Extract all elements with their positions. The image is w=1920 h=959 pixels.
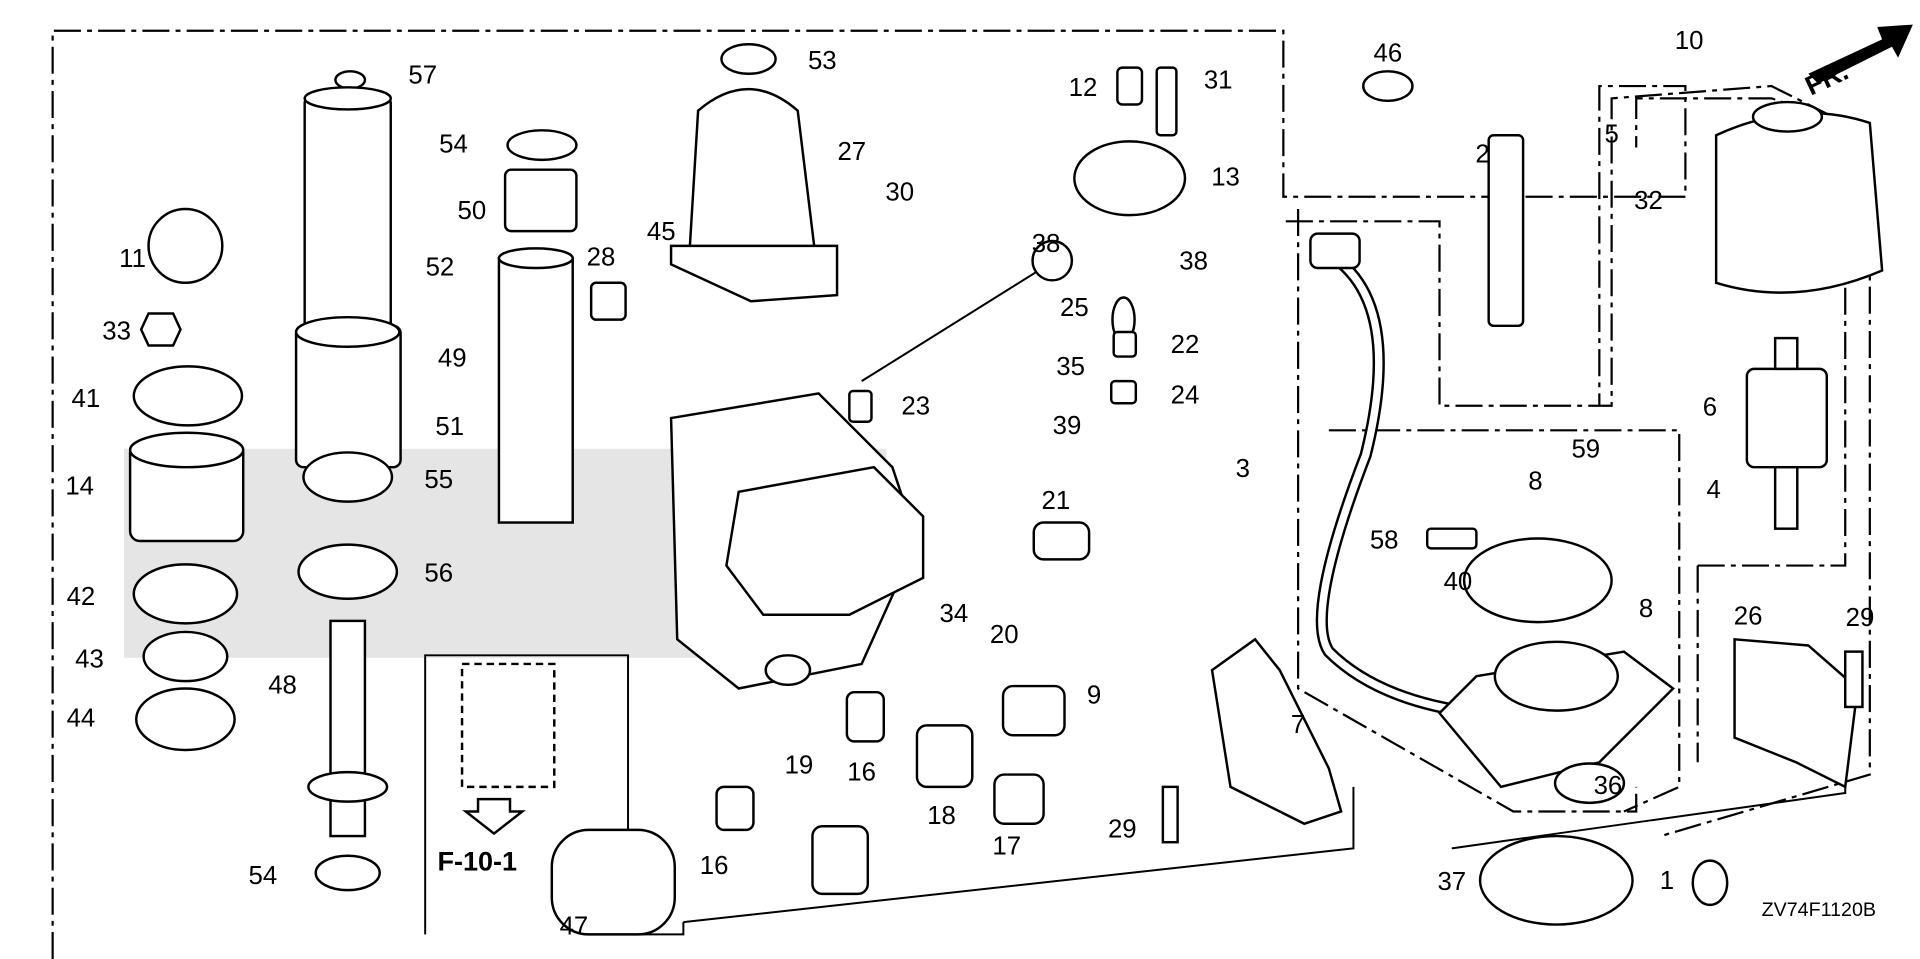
callout-31[interactable]: 31	[1204, 67, 1233, 95]
callout-25[interactable]: 25	[1060, 294, 1089, 322]
callout-52[interactable]: 52	[426, 253, 455, 281]
callout-58[interactable]: 58	[1370, 526, 1399, 554]
callout-48[interactable]: 48	[268, 671, 297, 699]
callout-57[interactable]: 57	[408, 62, 437, 90]
callout-37[interactable]: 37	[1437, 868, 1466, 896]
callout-32[interactable]: 32	[1634, 187, 1663, 215]
callout-54[interactable]: 54	[439, 130, 468, 158]
callout-46[interactable]: 46	[1374, 39, 1403, 67]
callout-42[interactable]: 42	[67, 583, 96, 611]
part-shapes	[128, 24, 1913, 936]
callout-19[interactable]: 19	[785, 751, 814, 779]
callout-53[interactable]: 53	[808, 47, 837, 75]
callout-9[interactable]: 9	[1087, 681, 1101, 709]
callout-4[interactable]: 4	[1706, 476, 1720, 504]
callout-8[interactable]: 8	[1528, 467, 1542, 495]
callout-6[interactable]: 6	[1703, 394, 1717, 422]
callout-27[interactable]: 27	[837, 138, 866, 166]
callout-49[interactable]: 49	[438, 344, 467, 372]
callout-2[interactable]: 2	[1475, 140, 1489, 168]
callout-8[interactable]: 8	[1639, 595, 1653, 623]
callout-55[interactable]: 55	[424, 466, 453, 494]
drawing-code: ZV74F1120B	[1762, 899, 1876, 921]
callout-45[interactable]: 45	[647, 218, 676, 246]
callout-38[interactable]: 38	[1179, 247, 1208, 275]
callout-54[interactable]: 54	[249, 862, 278, 890]
callout-13[interactable]: 13	[1211, 164, 1240, 192]
callout-36[interactable]: 36	[1594, 772, 1623, 800]
callout-41[interactable]: 41	[71, 385, 100, 413]
callout-14[interactable]: 14	[65, 472, 94, 500]
callout-22[interactable]: 22	[1171, 331, 1200, 359]
callout-33[interactable]: 33	[102, 317, 131, 345]
callout-30[interactable]: 30	[885, 178, 914, 206]
callout-28[interactable]: 28	[587, 244, 616, 272]
callout-16[interactable]: 16	[700, 852, 729, 880]
callout-20[interactable]: 20	[990, 621, 1019, 649]
callout-23[interactable]: 23	[901, 392, 930, 420]
callout-26[interactable]: 26	[1734, 603, 1763, 631]
callout-12[interactable]: 12	[1069, 74, 1098, 102]
reference-label[interactable]: F-10-1	[437, 846, 517, 876]
callout-56[interactable]: 56	[424, 560, 453, 588]
callout-35[interactable]: 35	[1056, 353, 1085, 381]
callout-17[interactable]: 17	[992, 832, 1021, 860]
callout-59[interactable]: 59	[1571, 435, 1600, 463]
callout-29[interactable]: 29	[1108, 815, 1137, 843]
callout-3[interactable]: 3	[1236, 455, 1250, 483]
callout-7[interactable]: 7	[1291, 711, 1305, 739]
callout-40[interactable]: 40	[1444, 568, 1473, 596]
callout-50[interactable]: 50	[458, 197, 487, 225]
callout-5[interactable]: 5	[1604, 121, 1618, 149]
callout-11[interactable]: 11	[119, 245, 146, 273]
callout-39[interactable]: 39	[1053, 412, 1082, 440]
callout-24[interactable]: 24	[1171, 381, 1200, 409]
callout-18[interactable]: 18	[927, 802, 956, 830]
callout-47[interactable]: 47	[560, 912, 589, 940]
callout-44[interactable]: 44	[67, 705, 96, 733]
callout-10[interactable]: 10	[1675, 27, 1704, 55]
callout-34[interactable]: 34	[940, 600, 969, 628]
callout-16[interactable]: 16	[847, 759, 876, 787]
callout-38[interactable]: 38	[1032, 230, 1061, 258]
callout-21[interactable]: 21	[1042, 487, 1071, 515]
callout-51[interactable]: 51	[435, 413, 464, 441]
callout-1[interactable]: 1	[1660, 867, 1674, 895]
callout-43[interactable]: 43	[75, 646, 104, 674]
callout-29[interactable]: 29	[1846, 604, 1875, 632]
